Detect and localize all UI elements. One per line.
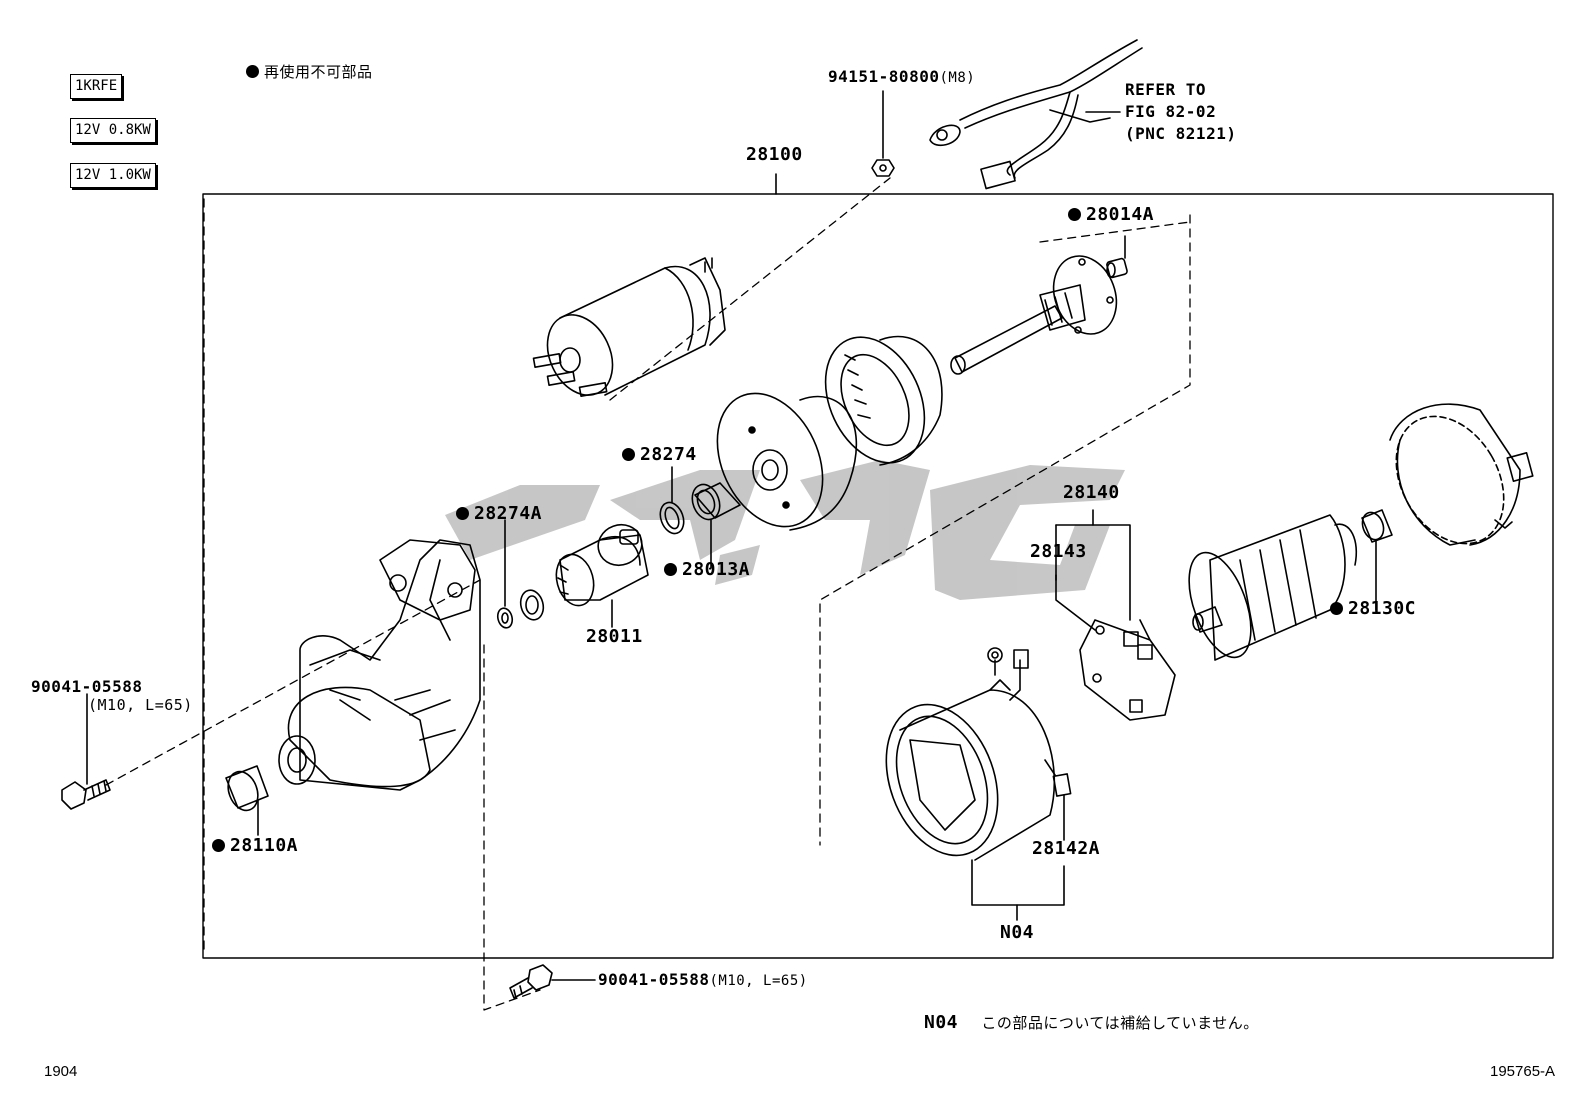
part-number: 94151-80800 (828, 67, 940, 86)
bush-28110A (225, 765, 269, 836)
note: N04 この部品については補給していません。 (924, 1014, 1259, 1032)
label-N04: N04 (1000, 922, 1035, 943)
field-yoke (885, 647, 1072, 861)
part-number: 28274 (640, 444, 697, 465)
guide-lines (105, 177, 1191, 1011)
part-spec: (M8) (939, 70, 976, 86)
leader-N04 (971, 794, 1065, 921)
snap-ring-28274 (659, 466, 685, 535)
bolt-90041-a (61, 693, 111, 810)
watermark (445, 460, 1125, 600)
non-reusable-dot-icon (246, 65, 259, 78)
nut-94151 (871, 90, 895, 177)
ring-28274A (496, 519, 545, 629)
label-28140: 28140 (1063, 482, 1120, 503)
assembly-bracket-28100 (202, 173, 1554, 959)
part-number: 28014A (1086, 204, 1155, 225)
part-number: 28130C (1348, 598, 1417, 619)
label-28011: 28011 (586, 626, 643, 647)
label-28110A: 28110A (212, 837, 298, 855)
part-number: 90041-05588 (598, 970, 710, 989)
label-28130C: 28130C (1330, 600, 1416, 618)
label-28274A: 28274A (456, 505, 542, 523)
non-reusable-dot-icon (622, 448, 635, 461)
bearing-28013A (691, 482, 741, 569)
non-reusable-dot-icon (1330, 602, 1343, 615)
drive-housing (278, 539, 481, 791)
non-reusable-dot-icon (1068, 208, 1081, 221)
part-spec: (M10, L=65) (709, 973, 808, 989)
note-code: N04 (924, 1012, 959, 1033)
leader-28140 (1055, 509, 1131, 631)
label-90041-a: 90041-05588 (31, 677, 143, 696)
solenoid-switch (532, 257, 726, 397)
part-number: 28013A (682, 559, 751, 580)
footer-right: 195765-A (1490, 1063, 1556, 1080)
label-28142A: 28142A (1032, 838, 1101, 859)
armature (1188, 514, 1357, 661)
engine-tag-1krfe: 1KRFE (70, 74, 123, 99)
brush-holder (1079, 619, 1176, 721)
end-frame (1389, 403, 1534, 546)
label-refer-fig: FIG 82-02 (1125, 102, 1217, 121)
label-refer-to: REFER TO (1125, 80, 1207, 99)
center-bracket (716, 392, 858, 531)
label-94151: 94151-80800(M8) (828, 67, 976, 86)
footer-left: 1904 (44, 1063, 78, 1080)
non-reusable-dot-icon (664, 563, 677, 576)
label-90041-b: 90041-05588(M10, L=65) (598, 970, 808, 989)
legend: 再使用不可部品 (246, 65, 373, 80)
label-90041-a-spec: (M10, L=65) (88, 696, 193, 714)
engine-tag-10kw: 12V 1.0KW (70, 163, 156, 188)
label-28274: 28274 (622, 446, 697, 464)
note-text: この部品については補給していません。 (981, 1014, 1259, 1032)
non-reusable-dot-icon (212, 839, 225, 852)
label-refer-pnc: (PNC 82121) (1125, 124, 1237, 143)
bolt-90041-b (509, 964, 596, 999)
wire-harness (929, 39, 1143, 190)
planetary-gear-ring (824, 335, 943, 466)
label-28100: 28100 (746, 144, 803, 165)
bush-28014A (1106, 235, 1128, 279)
label-28013A: 28013A (664, 561, 750, 579)
bush-28130C (1361, 509, 1393, 611)
legend-text: 再使用不可部品 (264, 63, 373, 81)
non-reusable-dot-icon (456, 507, 469, 520)
engine-tag-08kw: 12V 0.8KW (70, 118, 156, 143)
output-shaft (950, 255, 1118, 375)
starter-clutch-28011 (555, 523, 649, 628)
part-number: 28274A (474, 503, 543, 524)
label-28143: 28143 (1030, 541, 1087, 562)
part-number: 28110A (230, 835, 299, 856)
label-28014A: 28014A (1068, 206, 1154, 224)
